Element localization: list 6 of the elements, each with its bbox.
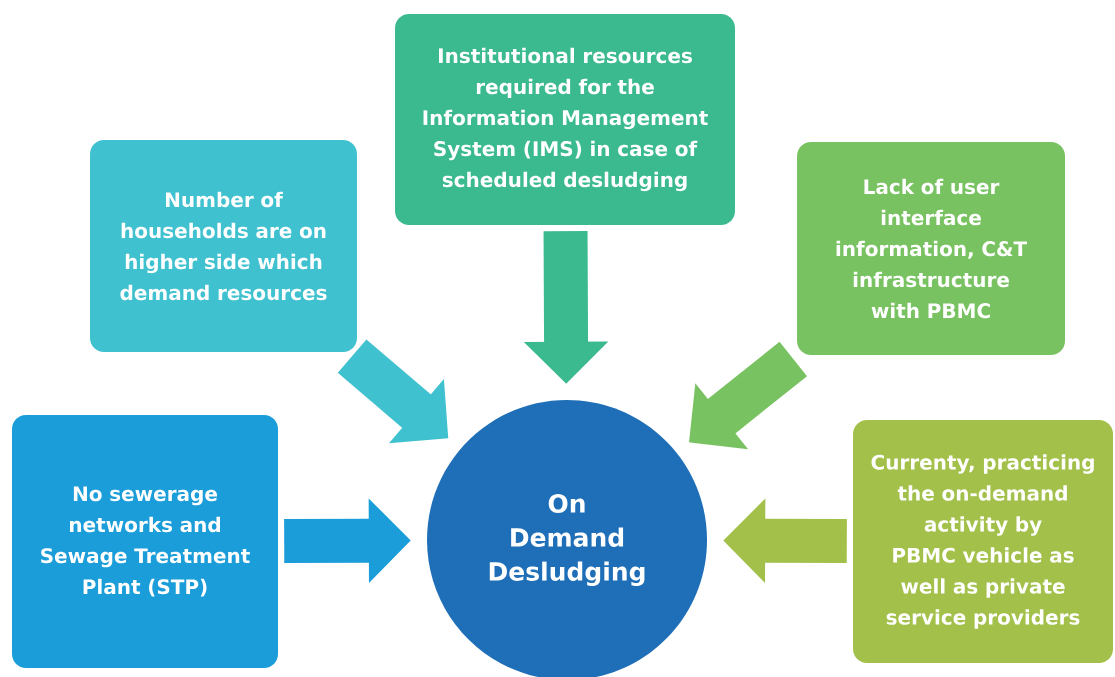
text-box: Currenty, practicing the on-demand activity by PBMC vehicle as well as private service providers	[853, 420, 1113, 663]
text-box: Institutional resources required for the Information Management System (IMS) in case of scheduled desludging	[395, 14, 735, 225]
text-box: Lack of user interface information, C&T infrastructure with PBMC	[797, 142, 1065, 355]
block-arrow	[689, 341, 808, 450]
text-box: Number of households are on higher side which demand resources	[90, 140, 357, 352]
text-box: No sewerage networks and Sewage Treatment Plant (STP)	[12, 415, 278, 668]
